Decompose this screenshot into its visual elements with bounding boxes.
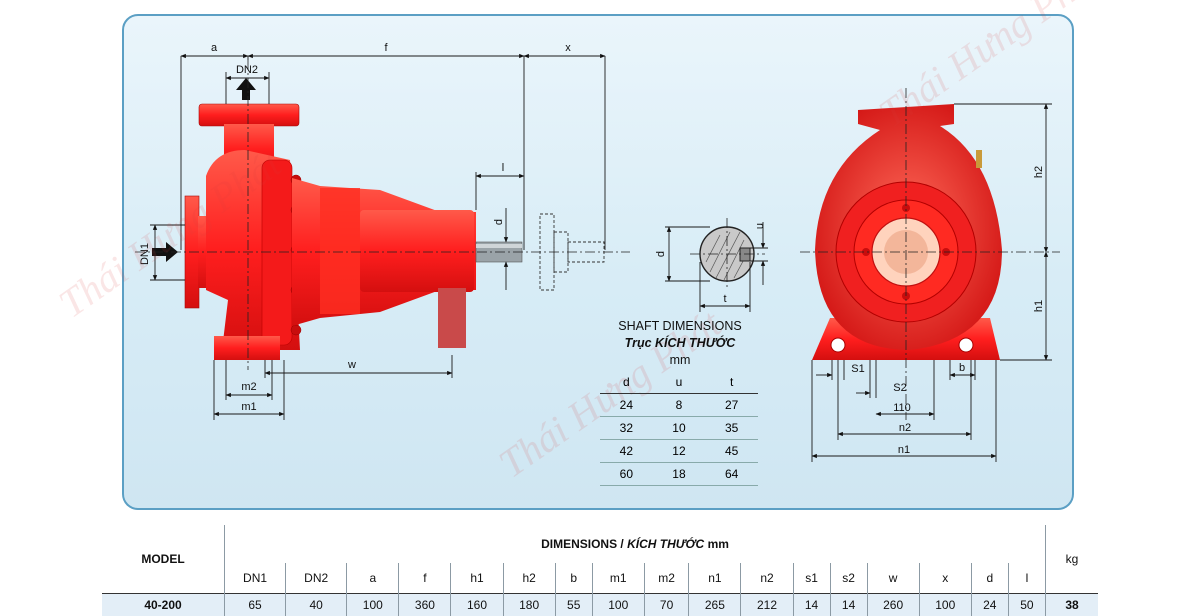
col-header: s2 [830, 563, 867, 594]
dim-label-d: d [493, 219, 505, 225]
dim-label-f: f [384, 42, 388, 54]
pump-side-view [812, 104, 1002, 360]
shaft-cell: 42 [600, 440, 653, 463]
shaft-label-d: d [655, 251, 667, 257]
table-row: 60 18 64 [600, 463, 758, 486]
side-label-s2: S2 [893, 382, 906, 394]
shaft-cell: 60 [600, 463, 653, 486]
shaft-cell: 64 [705, 463, 758, 486]
shaft-cell: 10 [653, 417, 706, 440]
col-header: b [555, 563, 592, 594]
col-header: m2 [644, 563, 689, 594]
col-header: n2 [741, 563, 793, 594]
side-label-110: 110 [893, 402, 911, 414]
side-label-s1: S1 [851, 363, 864, 375]
side-label-b: b [959, 362, 965, 374]
pump-front-view [152, 78, 604, 360]
shaft-cell: 27 [705, 394, 758, 417]
col-header: h1 [451, 563, 503, 594]
col-header: DN2 [286, 563, 347, 594]
dim-label-x: x [565, 42, 571, 54]
shaft-dimensions-subtitle: Trục KÍCH THƯỚC [600, 335, 760, 352]
shaft-col-t: t [705, 373, 758, 394]
col-header: l [1008, 563, 1045, 594]
shaft-cell: 45 [705, 440, 758, 463]
table-row: 24 8 27 [600, 394, 758, 417]
shaft-section: d u t [655, 218, 768, 312]
shaft-col-d: d [600, 373, 653, 394]
shaft-dimensions-title: SHAFT DIMENSIONS [600, 318, 760, 335]
dimensions-header: DIMENSIONS / KÍCH THƯỚC mm [225, 525, 1046, 563]
weight-header: kg [1046, 525, 1099, 594]
col-header: w [867, 563, 919, 594]
shaft-label-t: t [723, 293, 726, 305]
dim-label-dn1: DN1 [139, 243, 151, 265]
shaft-cell: 32 [600, 417, 653, 440]
table-row: 42 12 45 [600, 440, 758, 463]
dim-label-a: a [211, 42, 218, 54]
col-header: h2 [503, 563, 555, 594]
side-label-n1: n1 [898, 444, 910, 456]
dimensions-header-en: DIMENSIONS / [541, 537, 624, 551]
col-header: d [971, 563, 1008, 594]
col-header: f [399, 563, 451, 594]
col-header: a [347, 563, 399, 594]
shaft-label-u: u [754, 223, 766, 229]
shaft-cell: 12 [653, 440, 706, 463]
col-header: DN1 [225, 563, 286, 594]
dim-label-m1: m1 [241, 401, 256, 413]
shaft-dimensions-unit: mm [600, 352, 760, 369]
shaft-dimensions: SHAFT DIMENSIONS Trục KÍCH THƯỚC mm d u … [600, 318, 760, 486]
dim-label-dn2: DN2 [236, 64, 258, 76]
side-label-h1: h1 [1033, 300, 1045, 312]
side-label-h2: h2 [1033, 166, 1045, 178]
shaft-col-u: u [653, 373, 706, 394]
dim-label-w: w [347, 359, 356, 371]
shaft-cell: 18 [653, 463, 706, 486]
dimensions-table: MODEL DIMENSIONS / KÍCH THƯỚC mm kg DN1 … [102, 525, 1098, 616]
col-header: x [919, 563, 971, 594]
shaft-table: d u t 24 8 27 32 10 35 42 12 45 60 18 64 [600, 373, 758, 486]
shaft-cell: 35 [705, 417, 758, 440]
model-header: MODEL [102, 525, 225, 594]
col-header: n1 [689, 563, 741, 594]
table-row: 32 10 35 [600, 417, 758, 440]
shaft-cell: 24 [600, 394, 653, 417]
dimensions-header-unit: mm [708, 537, 729, 551]
dim-label-l: l [502, 162, 504, 174]
side-label-n2: n2 [899, 422, 911, 434]
shaft-cell: 8 [653, 394, 706, 417]
col-header: s1 [793, 563, 830, 594]
dim-label-m2: m2 [241, 381, 256, 393]
dimensions-header-vn: KÍCH THƯỚC [627, 537, 704, 551]
col-header: m1 [592, 563, 644, 594]
